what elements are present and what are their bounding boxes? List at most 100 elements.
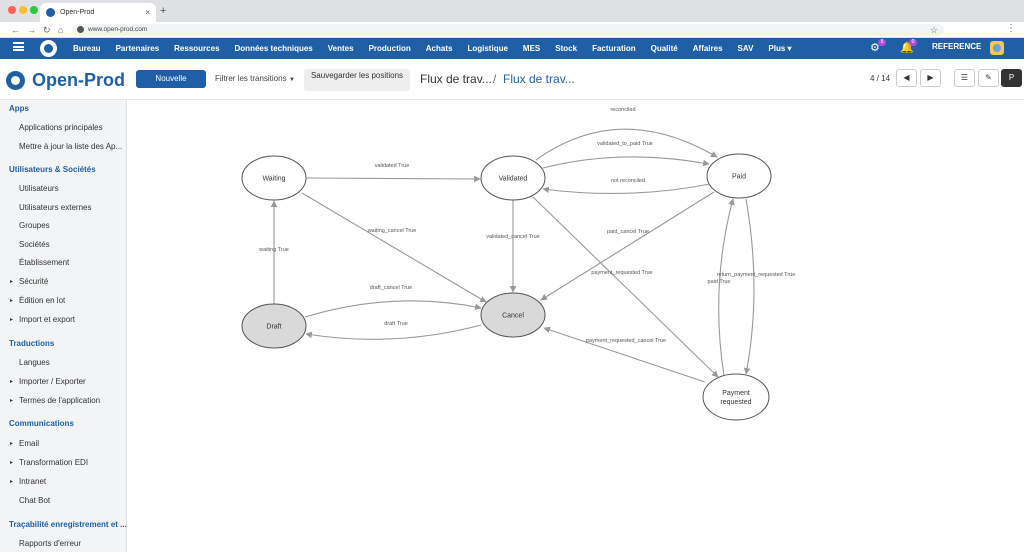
browser-tab[interactable]: Open-Prod × bbox=[40, 3, 156, 22]
state-node[interactable]: Waiting bbox=[241, 155, 307, 201]
sidebar-item[interactable]: Utilisateurs externes bbox=[0, 200, 127, 216]
url-text: www.open-prod.com bbox=[88, 26, 148, 33]
sidebar-label: Sociétés bbox=[19, 240, 50, 249]
transition-arrow[interactable] bbox=[532, 196, 719, 378]
diagram-view-icon[interactable]: P bbox=[1001, 69, 1022, 87]
reload-icon[interactable]: ↻ bbox=[43, 25, 51, 35]
expand-caret-icon[interactable]: ▸ bbox=[10, 279, 14, 285]
menu-item[interactable]: Ventes bbox=[327, 44, 354, 53]
expand-caret-icon[interactable]: ▸ bbox=[10, 317, 14, 323]
expand-caret-icon[interactable]: ▸ bbox=[10, 479, 14, 485]
menu-item[interactable]: Partenaires bbox=[115, 44, 160, 53]
transition-arrow[interactable] bbox=[535, 128, 718, 161]
sidebar-item[interactable]: ▸Importer / Exporter bbox=[0, 374, 127, 390]
state-ellipse[interactable] bbox=[706, 153, 772, 199]
transition-arrow[interactable] bbox=[305, 324, 482, 340]
app-logo-icon[interactable] bbox=[40, 40, 57, 57]
transition-label: draft True bbox=[384, 321, 408, 327]
sidebar-item[interactable]: ▸Transformation EDI bbox=[0, 455, 127, 471]
sidebar-label: Utilisateurs externes bbox=[19, 203, 92, 212]
transition-arrow[interactable] bbox=[301, 192, 487, 303]
menu-item[interactable]: Ressources bbox=[174, 44, 220, 53]
form-edit-icon[interactable]: ✎ bbox=[978, 69, 999, 87]
save-positions-button[interactable]: Sauvegarder les positions bbox=[304, 69, 410, 91]
sidebar-label: Établissement bbox=[19, 258, 70, 267]
sidebar-item[interactable]: Chat Bot bbox=[0, 493, 127, 509]
sidebar-item[interactable]: Langues bbox=[0, 355, 127, 371]
transition-arrow[interactable] bbox=[543, 326, 706, 383]
sidebar-item[interactable]: ▸Intranet bbox=[0, 474, 127, 490]
browser-menu-icon[interactable]: ⋮ bbox=[1006, 23, 1016, 34]
close-window-icon[interactable] bbox=[8, 6, 16, 14]
state-node[interactable]: Paid bbox=[706, 153, 772, 199]
transition-arrow[interactable] bbox=[304, 300, 482, 318]
menu-item[interactable]: Facturation bbox=[592, 44, 636, 53]
list-view-icon[interactable]: ☰ bbox=[954, 69, 975, 87]
state-node[interactable]: Cancel bbox=[480, 292, 546, 338]
sidebar-item[interactable]: ▸Sécurité bbox=[0, 274, 127, 290]
sidebar-item[interactable]: ▸Édition en lot bbox=[0, 293, 127, 309]
transition-arrow[interactable] bbox=[718, 198, 735, 377]
transition-arrow[interactable] bbox=[540, 191, 715, 301]
sidebar-item[interactable]: ▸Termes de l'application bbox=[0, 393, 127, 409]
sidebar-item[interactable]: ▸Email bbox=[0, 436, 127, 452]
expand-caret-icon[interactable]: ▸ bbox=[10, 460, 14, 466]
menu-item[interactable]: Données techniques bbox=[234, 44, 313, 53]
state-ellipse[interactable] bbox=[702, 373, 770, 421]
expand-caret-icon[interactable]: ▸ bbox=[10, 298, 14, 304]
forward-icon[interactable]: → bbox=[27, 25, 36, 35]
menu-item[interactable]: MES bbox=[522, 44, 541, 53]
menu-item[interactable]: Logistique bbox=[467, 44, 508, 53]
sidebar-item[interactable]: Établissement bbox=[0, 255, 127, 271]
state-ellipse[interactable] bbox=[241, 155, 307, 201]
user-avatar[interactable] bbox=[990, 41, 1004, 55]
menu-item[interactable]: SAV bbox=[737, 44, 754, 53]
menu-item[interactable]: Affaires bbox=[692, 44, 723, 53]
back-icon[interactable]: ← bbox=[11, 25, 20, 35]
url-field[interactable]: www.open-prod.com bbox=[72, 24, 944, 36]
expand-caret-icon[interactable]: ▸ bbox=[10, 379, 14, 385]
menu-item[interactable]: Plus ▾ bbox=[768, 44, 792, 53]
bookmark-star-icon[interactable]: ☆ bbox=[930, 25, 939, 35]
sidebar-item[interactable]: Utilisateurs bbox=[0, 181, 127, 197]
state-ellipse[interactable] bbox=[480, 155, 546, 201]
minimize-window-icon[interactable] bbox=[19, 6, 27, 14]
sidebar-item[interactable]: Applications principales bbox=[0, 120, 127, 136]
menu-item[interactable]: Achats bbox=[425, 44, 453, 53]
sidebar-item[interactable]: Groupes bbox=[0, 218, 127, 234]
expand-caret-icon[interactable]: ▸ bbox=[10, 398, 14, 404]
new-tab-button[interactable]: + bbox=[160, 5, 167, 17]
sidebar-item[interactable]: ▸ Import et export bbox=[0, 312, 127, 328]
state-node[interactable]: Draft bbox=[241, 303, 307, 349]
close-tab-icon[interactable]: × bbox=[145, 8, 150, 17]
filter-transitions-dropdown[interactable]: Filtrer les transitions ▼ bbox=[215, 70, 295, 88]
transition-arrow[interactable] bbox=[542, 156, 710, 169]
activity-gear-icon[interactable]: ⚙ bbox=[870, 42, 880, 54]
menu-item[interactable]: Production bbox=[368, 44, 411, 53]
next-record-icon[interactable]: ▶ bbox=[920, 69, 941, 87]
transition-arrow[interactable] bbox=[743, 198, 755, 375]
expand-caret-icon[interactable]: ▸ bbox=[10, 441, 14, 447]
breadcrumb-parent[interactable]: Flux de trav... bbox=[420, 72, 492, 86]
home-icon[interactable]: ⌂ bbox=[58, 25, 64, 35]
sidebar-item[interactable]: Sociétés bbox=[0, 237, 127, 253]
state-ellipse[interactable] bbox=[480, 292, 546, 338]
menu-item[interactable]: Stock bbox=[555, 44, 578, 53]
sidebar-label: Import et export bbox=[19, 315, 76, 324]
maximize-window-icon[interactable] bbox=[30, 6, 38, 14]
site-info-icon[interactable] bbox=[77, 26, 84, 33]
app-top-bar: Bureau Partenaires Ressources Données techn… bbox=[0, 38, 1024, 59]
sidebar-item[interactable]: Rapports d'erreur bbox=[0, 536, 127, 552]
menu-item[interactable]: Bureau bbox=[73, 44, 101, 53]
company-reference[interactable]: REFERENCE bbox=[932, 42, 982, 51]
state-node[interactable]: Validated bbox=[480, 155, 546, 201]
new-button[interactable]: Nouvelle bbox=[136, 70, 206, 88]
sidebar-item[interactable]: Mettre à jour la liste des Ap... bbox=[0, 139, 127, 155]
previous-record-icon[interactable]: ◀ bbox=[896, 69, 917, 87]
transition-arrow[interactable] bbox=[305, 175, 481, 183]
transition-arrow[interactable] bbox=[542, 183, 711, 195]
state-ellipse[interactable] bbox=[241, 303, 307, 349]
menu-item[interactable]: Qualité bbox=[650, 44, 678, 53]
hamburger-menu-icon[interactable] bbox=[13, 42, 24, 51]
